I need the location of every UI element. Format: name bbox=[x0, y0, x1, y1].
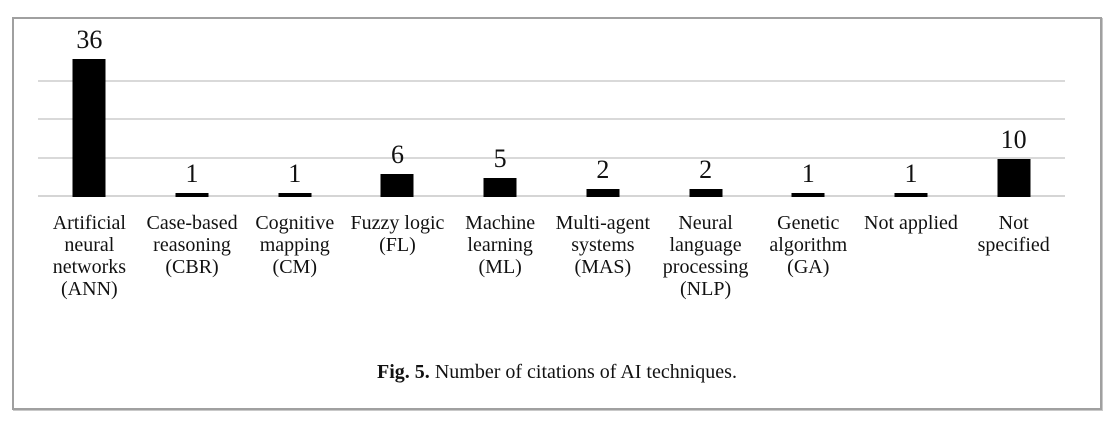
x-axis-labels: Artificial neural networks (ANN) Case-bas… bbox=[38, 212, 1065, 300]
bar-column: 1 bbox=[757, 19, 860, 197]
bar-value-label: 2 bbox=[596, 155, 610, 185]
x-axis-category-label: Multi-agent systems (MAS) bbox=[555, 212, 651, 278]
x-axis-category-label: Cognitive mapping (CM) bbox=[255, 212, 335, 278]
x-axis-category-label: Case-based reasoning (CBR) bbox=[146, 212, 238, 278]
bar-column: 6 bbox=[346, 19, 449, 197]
bar-chart: 36 1 1 6 5 2 2 1 1 10 Artificial neural networks … bbox=[38, 19, 1065, 300]
plot-area: 36 1 1 6 5 2 2 1 1 10 bbox=[38, 19, 1065, 197]
bar-value-label: 36 bbox=[76, 25, 103, 55]
figure-caption: Fig. 5. Number of citations of AI techni… bbox=[14, 361, 1100, 384]
gridline bbox=[38, 118, 1065, 121]
bar-value-label: 6 bbox=[390, 140, 404, 170]
bar-column: 5 bbox=[449, 19, 552, 197]
x-axis-category-label: Machine learning (ML) bbox=[465, 212, 536, 278]
bar-value-label: 5 bbox=[493, 143, 507, 173]
bar bbox=[72, 59, 106, 197]
bar bbox=[175, 193, 209, 197]
figure-frame: 36 1 1 6 5 2 2 1 1 10 Artificial neural networks … bbox=[12, 17, 1102, 410]
bar-column: 36 bbox=[38, 19, 141, 197]
bar bbox=[997, 158, 1031, 197]
bar-value-label: 2 bbox=[699, 155, 713, 185]
bar-column: 1 bbox=[243, 19, 346, 197]
bar-value-label: 1 bbox=[185, 159, 199, 188]
gridline bbox=[38, 80, 1065, 83]
caption-text-body: Number of citations of AI techniques. bbox=[434, 361, 737, 383]
bar-value-label: 1 bbox=[904, 159, 918, 188]
bar-column: 1 bbox=[860, 19, 963, 197]
bar-column: 2 bbox=[552, 19, 655, 197]
x-axis-category-label: Neural language processing (NLP) bbox=[662, 212, 749, 300]
x-axis-category-label: Fuzzy logic (FL) bbox=[350, 212, 445, 256]
bar-value-label: 10 bbox=[1000, 124, 1027, 154]
caption-label: Fig. 5. bbox=[377, 361, 430, 383]
x-axis-category-label: Artificial neural networks (ANN) bbox=[52, 212, 127, 300]
bar bbox=[380, 174, 414, 197]
x-axis-line bbox=[38, 195, 1065, 197]
x-axis-category-label: Not applied bbox=[864, 212, 958, 234]
x-axis-category-label: Genetic algorithm (GA) bbox=[769, 212, 848, 278]
bar bbox=[586, 189, 620, 197]
bar bbox=[483, 177, 517, 197]
x-axis-category-label: Not specified bbox=[977, 212, 1050, 256]
bar bbox=[278, 193, 312, 197]
bar-column: 10 bbox=[962, 19, 1065, 197]
bar bbox=[894, 193, 928, 197]
bar-value-label: 1 bbox=[288, 159, 302, 188]
bar-value-label: 1 bbox=[801, 159, 815, 188]
bar bbox=[791, 193, 825, 197]
bar-column: 1 bbox=[141, 19, 244, 197]
gridline bbox=[38, 156, 1065, 159]
caption-text: Number of citations of AI techniques. bbox=[435, 361, 737, 383]
bar bbox=[689, 189, 723, 197]
bar-column: 2 bbox=[654, 19, 757, 197]
